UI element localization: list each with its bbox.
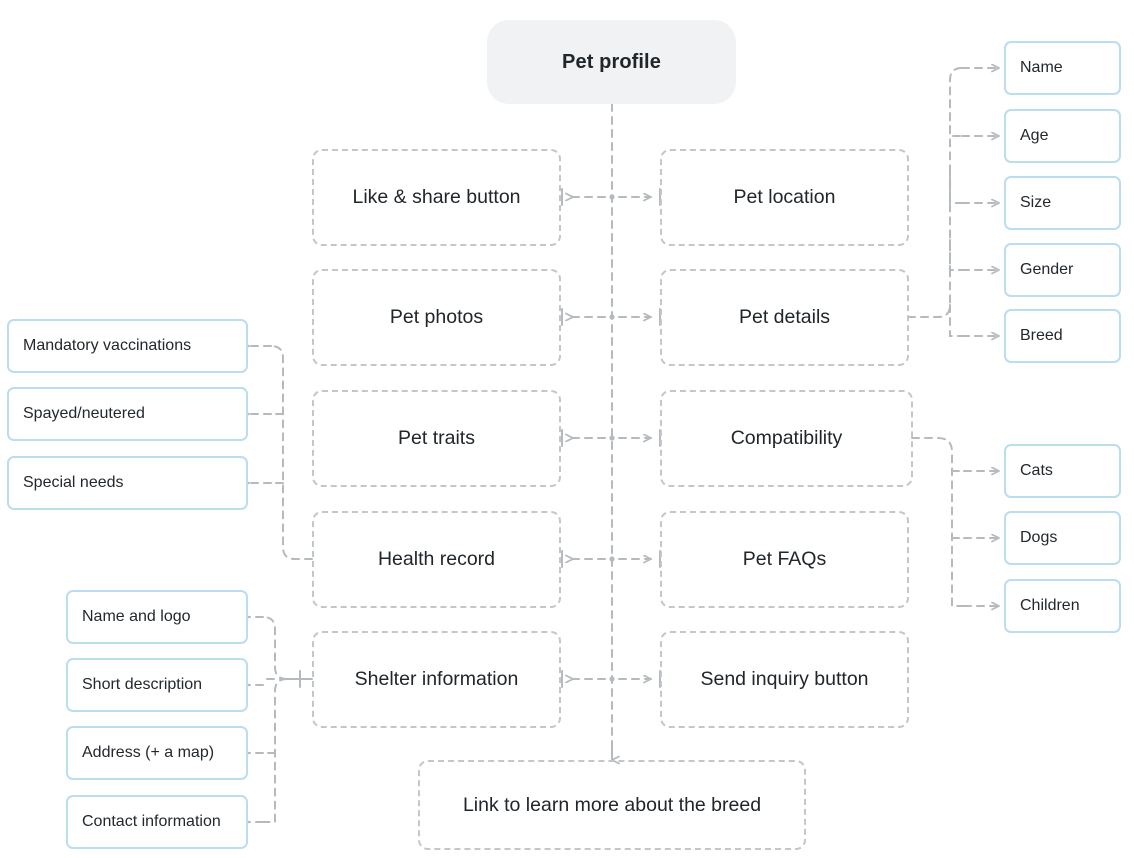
leaf-label: Special needs bbox=[23, 474, 124, 491]
leaf-label: Children bbox=[1020, 597, 1080, 614]
section-label: Send inquiry button bbox=[700, 668, 869, 690]
leaf-address-map[interactable]: Address (+ a map) bbox=[66, 726, 248, 780]
leaf-children[interactable]: Children bbox=[1004, 579, 1121, 633]
section-pet-traits[interactable]: Pet traits bbox=[312, 390, 561, 487]
leaf-label: Mandatory vaccinations bbox=[23, 337, 192, 354]
section-label: Pet details bbox=[738, 306, 831, 328]
leaf-dogs[interactable]: Dogs bbox=[1004, 511, 1121, 565]
section-label: Health record bbox=[377, 548, 496, 570]
leaf-cats[interactable]: Cats bbox=[1004, 444, 1121, 498]
leaf-special-needs[interactable]: Special needs bbox=[7, 456, 248, 510]
section-link-to-learn-more-about-the-breed[interactable]: Link to learn more about the breed bbox=[418, 760, 806, 850]
section-label: Like & share button bbox=[352, 186, 521, 208]
section-label: Pet traits bbox=[398, 427, 475, 449]
leaf-spayed-neutered[interactable]: Spayed/neutered bbox=[7, 387, 248, 441]
leaf-label: Cats bbox=[1020, 462, 1053, 479]
section-compatibility[interactable]: Compatibility bbox=[660, 390, 913, 487]
leaf-name-and-logo[interactable]: Name and logo bbox=[66, 590, 248, 644]
leaf-label: Name bbox=[1020, 59, 1063, 76]
section-label: Compatibility bbox=[730, 427, 843, 449]
section-health-record[interactable]: Health record bbox=[312, 511, 561, 608]
leaf-label: Age bbox=[1020, 127, 1049, 144]
section-send-inquiry-button[interactable]: Send inquiry button bbox=[660, 631, 909, 728]
section-label: Pet photos bbox=[389, 306, 484, 328]
leaf-label: Dogs bbox=[1020, 529, 1058, 546]
section-pet-details[interactable]: Pet details bbox=[660, 269, 909, 366]
section-label: Shelter information bbox=[354, 668, 519, 690]
leaf-age[interactable]: Age bbox=[1004, 109, 1121, 163]
leaf-label: Name and logo bbox=[82, 608, 191, 625]
leaf-label: Short description bbox=[82, 676, 203, 693]
section-like-and-share-button[interactable]: Like & share button bbox=[312, 149, 561, 246]
root-node-label: Pet profile bbox=[562, 50, 661, 73]
section-pet-location[interactable]: Pet location bbox=[660, 149, 909, 246]
leaf-label: Address (+ a map) bbox=[82, 744, 215, 761]
root-node-pet-profile[interactable]: Pet profile bbox=[487, 20, 736, 104]
section-label: Pet location bbox=[733, 186, 836, 208]
leaf-label: Contact information bbox=[82, 813, 221, 830]
section-label: Link to learn more about the breed bbox=[462, 793, 762, 816]
leaf-label: Breed bbox=[1020, 327, 1063, 344]
leaf-contact-information[interactable]: Contact information bbox=[66, 795, 248, 849]
section-shelter-information[interactable]: Shelter information bbox=[312, 631, 561, 728]
leaf-mandatory-vaccinations[interactable]: Mandatory vaccinations bbox=[7, 319, 248, 373]
leaf-label: Spayed/neutered bbox=[23, 405, 145, 422]
leaf-name[interactable]: Name bbox=[1004, 41, 1121, 95]
section-pet-photos[interactable]: Pet photos bbox=[312, 269, 561, 366]
leaf-label: Gender bbox=[1020, 261, 1074, 278]
leaf-short-description[interactable]: Short description bbox=[66, 658, 248, 712]
leaf-size[interactable]: Size bbox=[1004, 176, 1121, 230]
leaf-gender[interactable]: Gender bbox=[1004, 243, 1121, 297]
section-label: Pet FAQs bbox=[742, 548, 827, 570]
section-pet-faqs[interactable]: Pet FAQs bbox=[660, 511, 909, 608]
leaf-label: Size bbox=[1020, 194, 1052, 211]
leaf-breed[interactable]: Breed bbox=[1004, 309, 1121, 363]
